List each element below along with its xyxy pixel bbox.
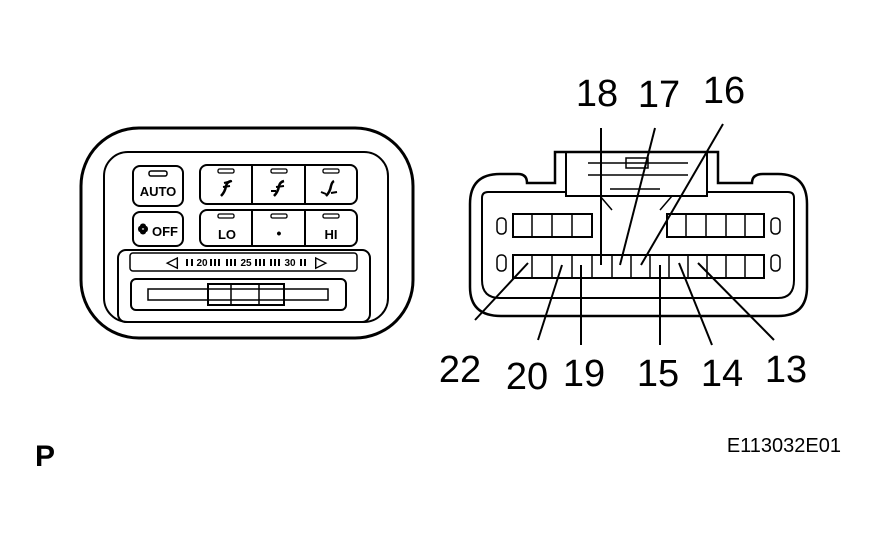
fan-icon — [138, 223, 148, 235]
fan-speed-buttons: LO • HI — [199, 209, 358, 247]
lower-cavity-row — [512, 254, 765, 279]
leader-13 — [697, 262, 775, 341]
temp-scale-30: 30 — [284, 258, 296, 269]
auto-label: AUTO — [140, 184, 177, 199]
panel-outer-bezel — [79, 126, 415, 340]
off-label: OFF — [152, 224, 178, 239]
connector-housing — [468, 150, 809, 318]
temperature-display — [129, 252, 358, 272]
view-letter: P — [35, 440, 55, 473]
connector-latch — [565, 152, 708, 211]
upper-cavity-row-left — [512, 213, 593, 238]
temperature-slider-knob — [207, 283, 285, 306]
pin-label-15: 15 — [637, 353, 679, 395]
off-button: OFF — [132, 211, 184, 247]
temp-left-arrow: ◁ — [165, 254, 178, 271]
face-vent-icon — [220, 179, 233, 197]
leader-20 — [537, 264, 563, 341]
pin-label-18: 18 — [576, 73, 618, 115]
leader-22 — [474, 262, 529, 321]
temp-scale-20: 20 — [196, 258, 208, 269]
temp-scale-25: 25 — [240, 258, 252, 269]
auto-button: AUTO — [132, 165, 184, 207]
upper-cavity-row-right — [666, 213, 765, 238]
temp-right-arrow: ▷ — [314, 254, 328, 271]
hi-label: HI — [325, 227, 338, 242]
pin-label-14: 14 — [701, 353, 743, 395]
pin-label-20: 20 — [506, 356, 548, 398]
pin-label-22: 22 — [439, 349, 481, 391]
pin-label-16: 16 — [703, 70, 745, 112]
leader-17 — [619, 127, 656, 266]
pin-labels: 18 17 16 22 20 19 15 14 13 — [439, 70, 807, 398]
lo-label: LO — [218, 227, 236, 242]
vent-mode-buttons — [199, 164, 358, 205]
connector-outline — [468, 150, 809, 318]
figure-code: E113032E01 — [727, 435, 841, 457]
leader-14 — [678, 262, 713, 346]
mid-label: • — [277, 225, 282, 241]
temperature-section: ◁ ▷ 20 25 30 — [117, 249, 371, 323]
pin-label-17: 17 — [638, 74, 680, 116]
temp-scale-ticks — [186, 259, 306, 266]
leader-16 — [640, 123, 724, 266]
bi-level-vent-icon — [271, 179, 285, 197]
climate-control-panel: AUTO OFF — [79, 126, 415, 340]
pin-label-19: 19 — [563, 353, 605, 395]
auto-indicator — [148, 170, 168, 177]
pin-label-13: 13 — [765, 349, 807, 391]
foot-vent-icon — [320, 179, 338, 197]
temperature-slider-track — [130, 278, 347, 311]
pin-leader-lines — [474, 123, 775, 346]
